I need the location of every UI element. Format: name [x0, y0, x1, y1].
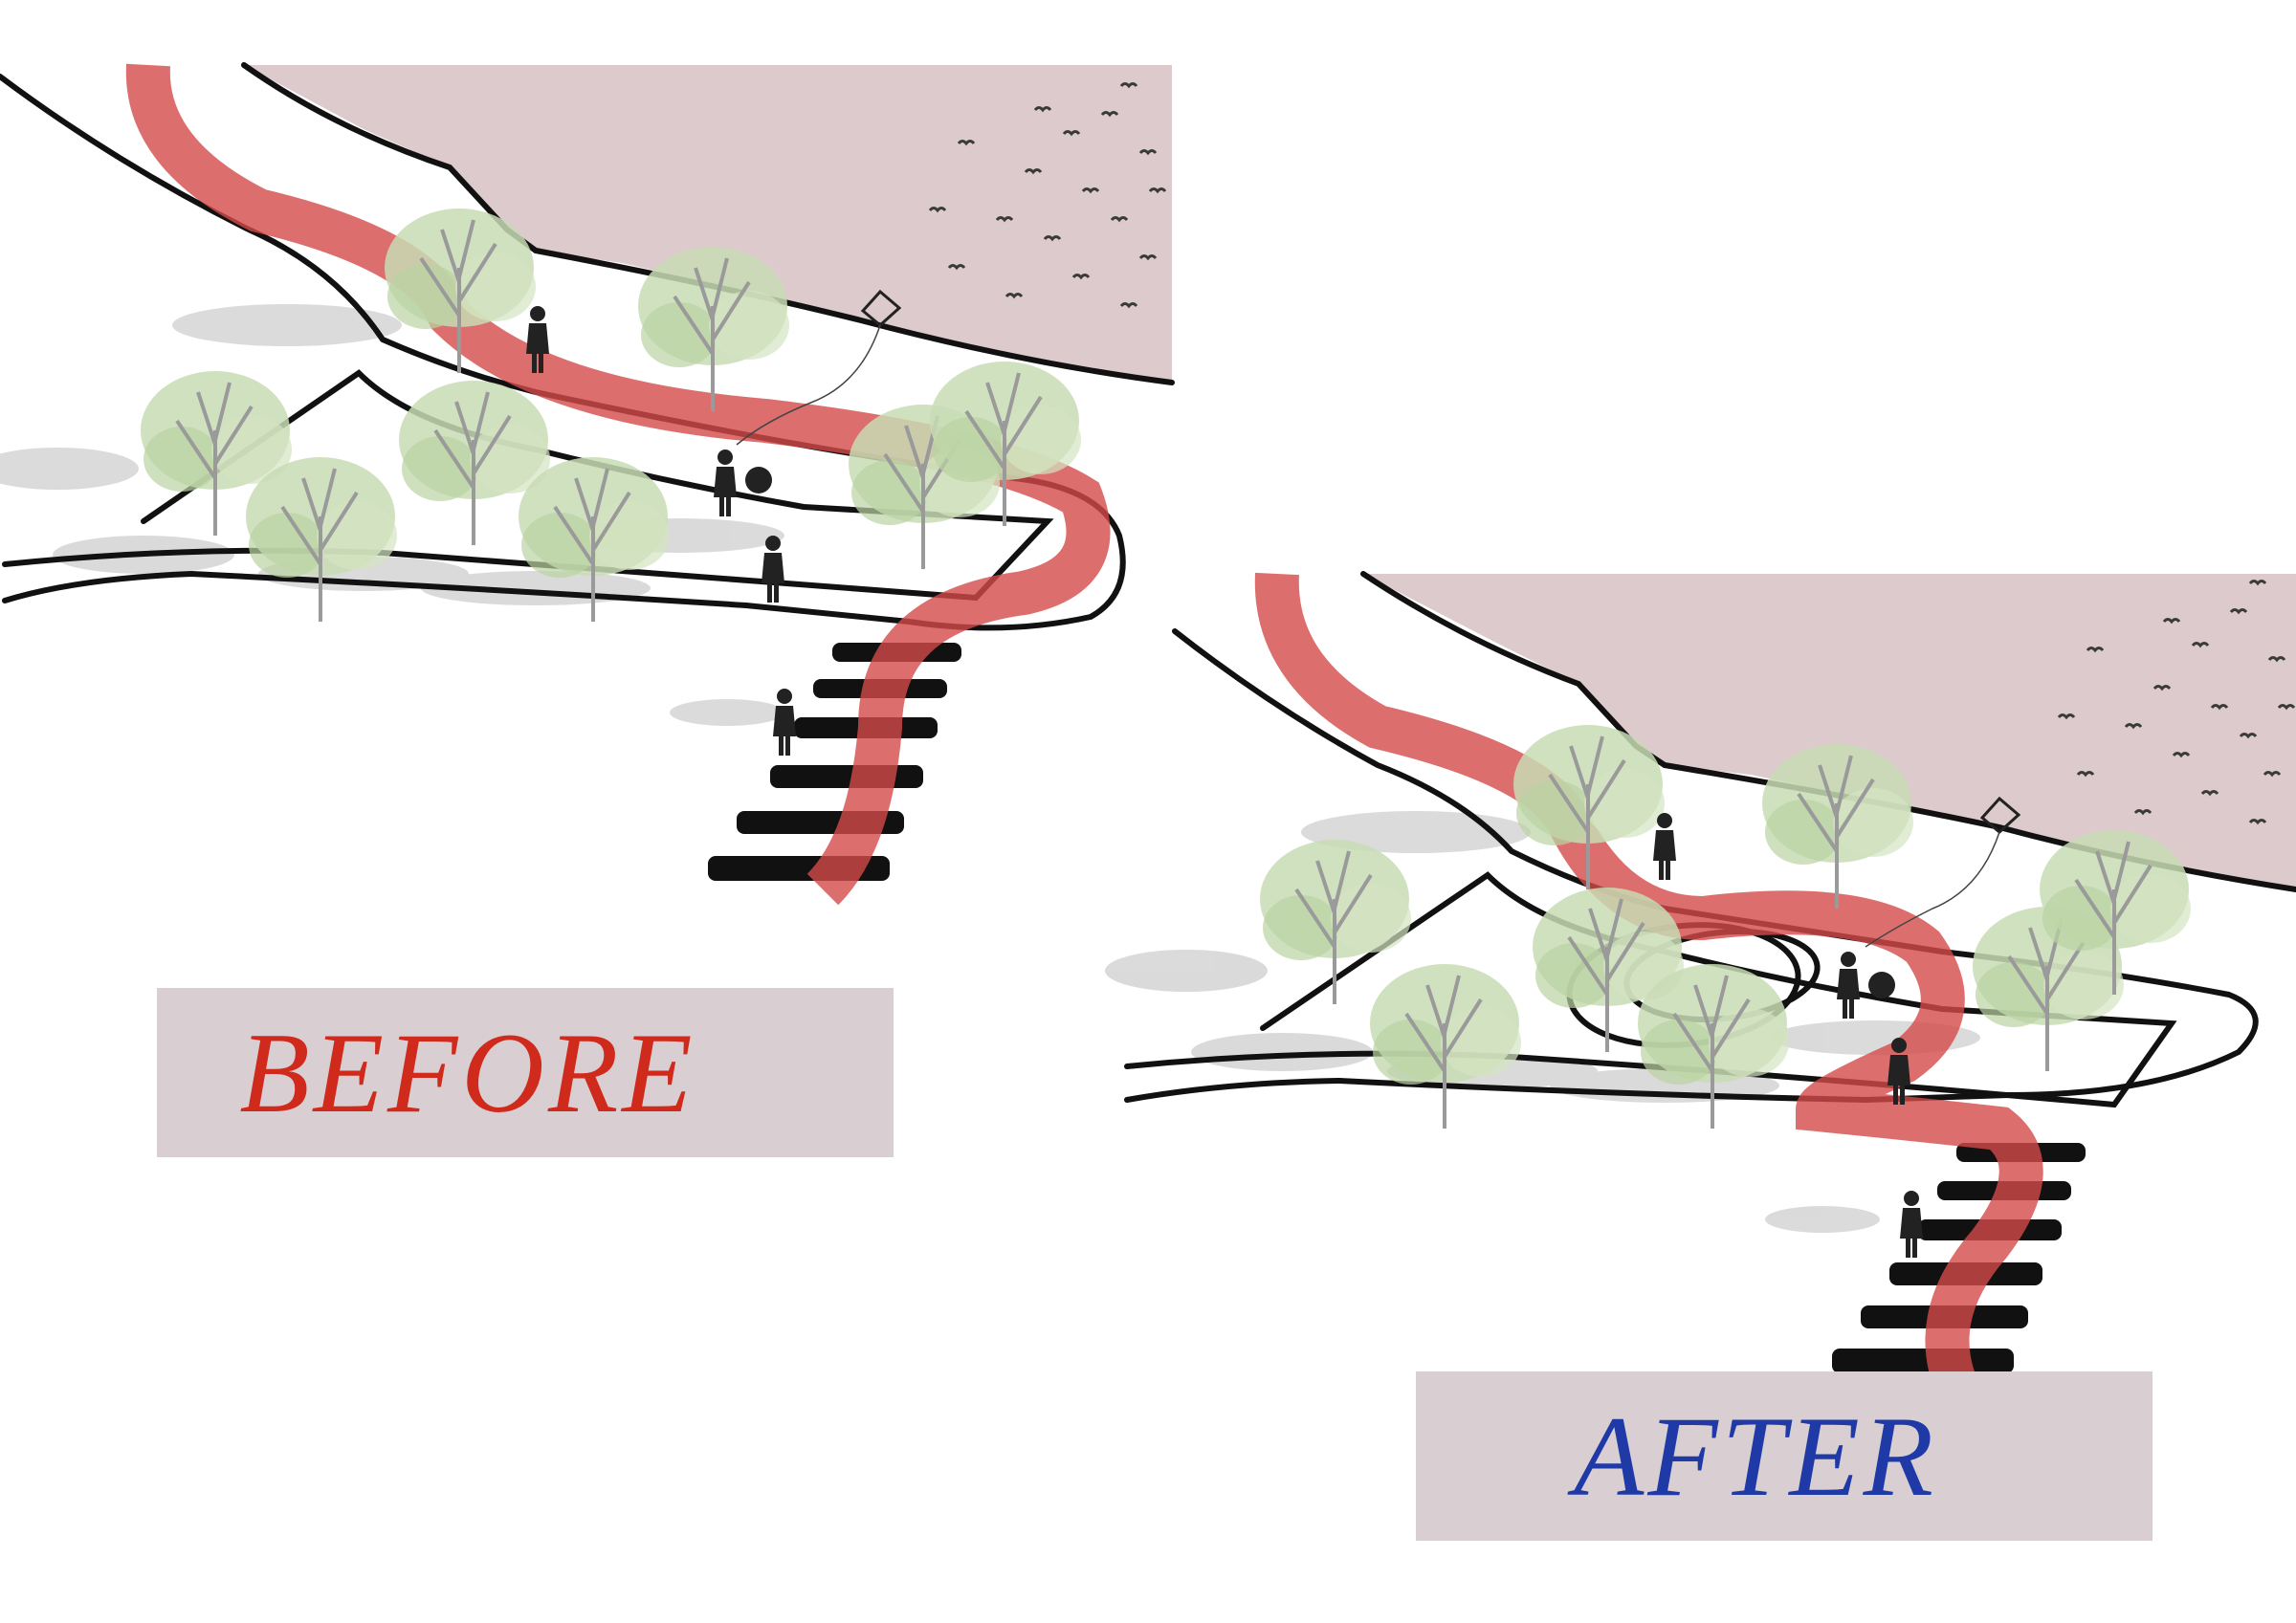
balloon-icon	[745, 467, 772, 493]
after-label: AFTER	[1574, 1392, 1937, 1520]
balloon-icon	[1868, 972, 1895, 998]
people	[1653, 813, 1923, 1258]
before-panel	[0, 62, 1175, 906]
ground-shadows	[1105, 811, 1980, 1233]
before-label: BEFORE	[239, 1008, 696, 1136]
water-area	[1363, 574, 2296, 889]
red-ribbon-route	[1254, 572, 2043, 1407]
kite-icon	[1865, 796, 2021, 948]
after-panel	[1105, 571, 2296, 1407]
kite-icon	[736, 289, 902, 446]
before-label-box: BEFORE	[157, 988, 894, 1157]
water-area	[244, 65, 1172, 383]
people	[526, 306, 796, 756]
after-label-box: AFTER	[1416, 1371, 2152, 1541]
